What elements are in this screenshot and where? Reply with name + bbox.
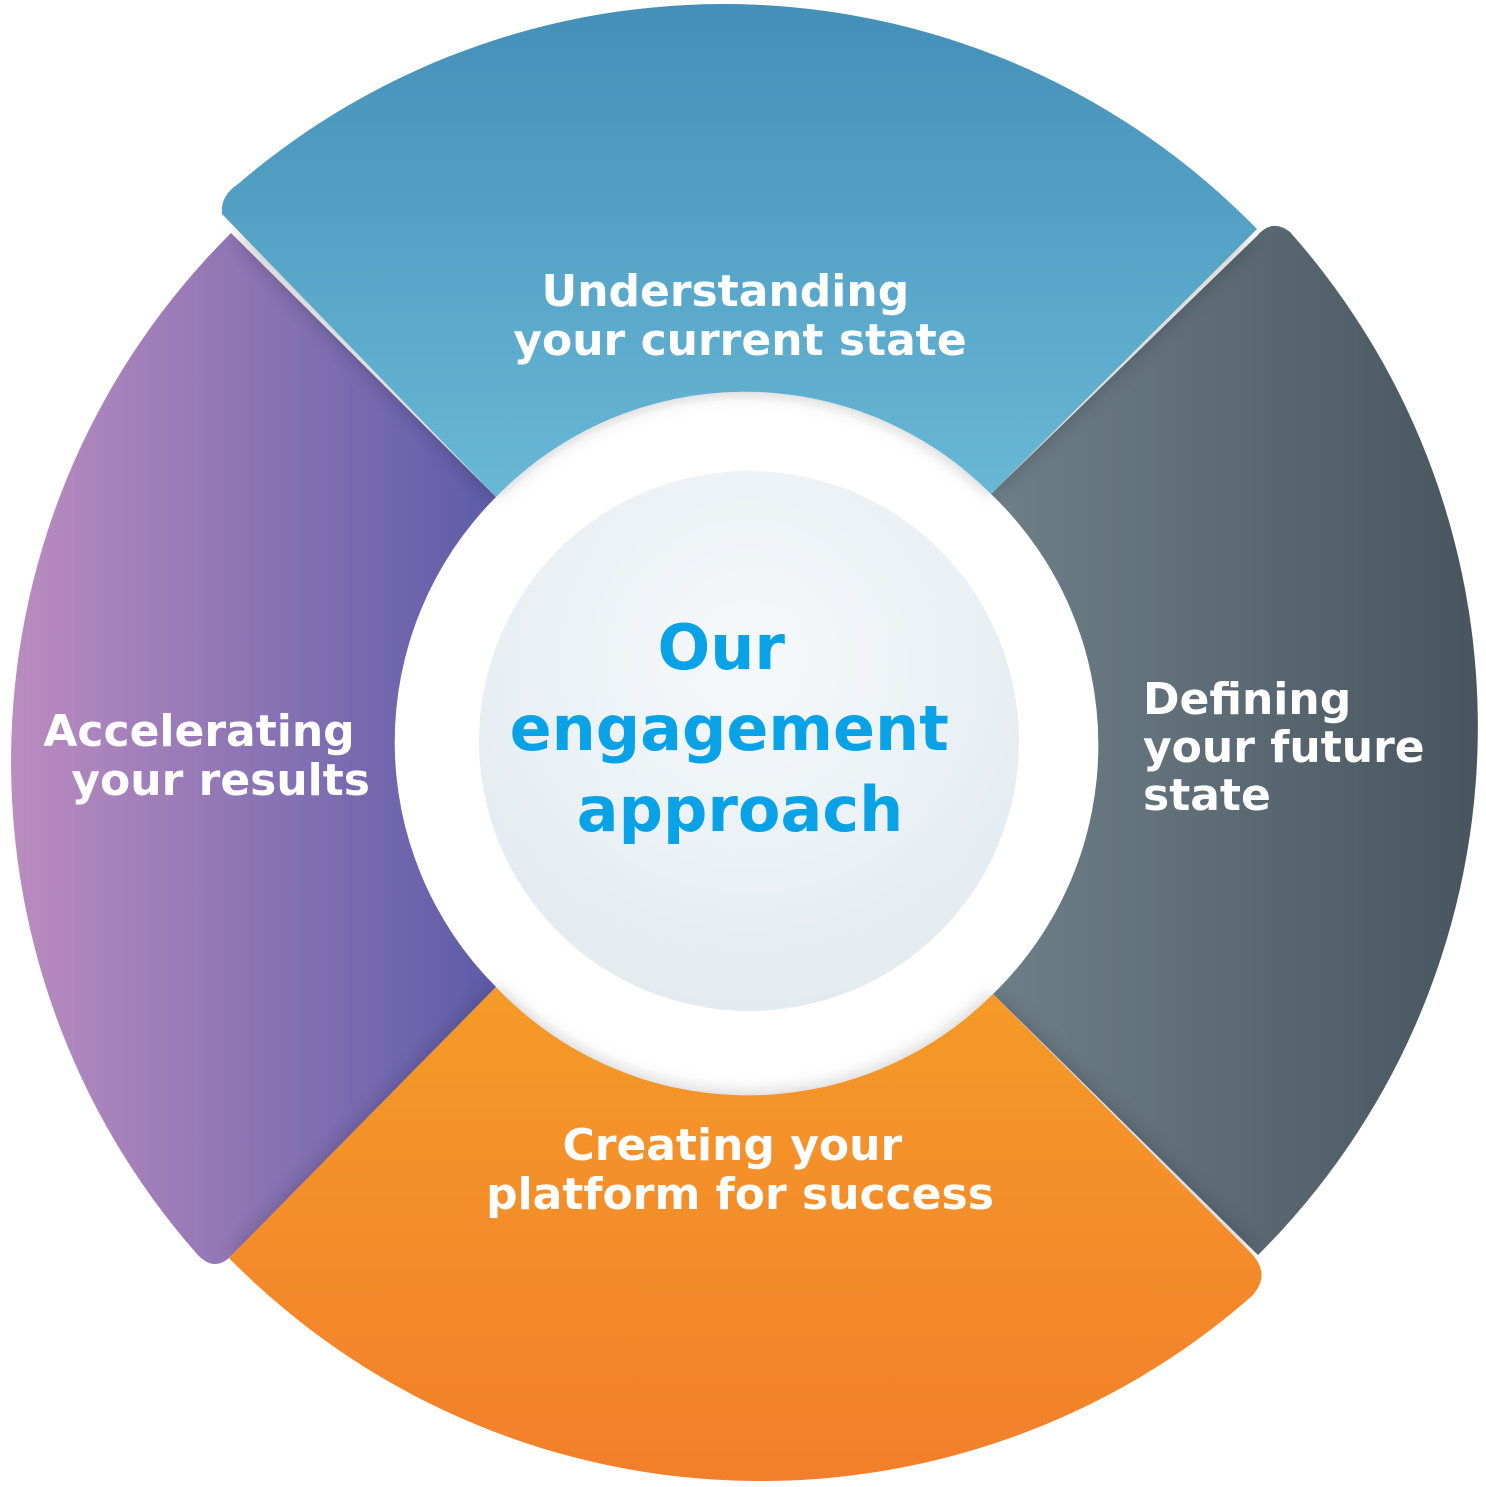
- segment-top: [221, 4, 1257, 497]
- segment-right-line-3: state: [1143, 770, 1271, 821]
- center-line-2: engagement: [510, 692, 949, 765]
- segment-top-line-2: your current state: [513, 315, 966, 366]
- center-line-1: Our: [657, 611, 785, 684]
- segment-bottom-line-1: Creating your: [562, 1120, 902, 1171]
- segment-right-label: Defining your future state: [1143, 674, 1440, 821]
- segment-bottom: [229, 987, 1262, 1482]
- segment-right-line-1: Defining: [1143, 674, 1351, 725]
- segment-left-label: Accelerating your results: [43, 706, 370, 806]
- segment-left-line-1: Accelerating: [43, 706, 354, 757]
- segment-right: [991, 225, 1478, 1255]
- center-circle: [479, 471, 1019, 1011]
- segment-left-line-2: your results: [71, 755, 370, 806]
- segment-top-label: Understanding your current state: [513, 266, 966, 366]
- segment-bottom-label: Creating your platform for success: [486, 1120, 994, 1220]
- center-label: Our engagement approach: [510, 611, 971, 846]
- segment-top-line-1: Understanding: [541, 266, 909, 317]
- segment-left: [11, 233, 497, 1265]
- center-line-3: approach: [577, 773, 904, 846]
- segment-right-line-2: your future: [1143, 722, 1425, 773]
- segment-bottom-line-2: platform for success: [486, 1169, 994, 1220]
